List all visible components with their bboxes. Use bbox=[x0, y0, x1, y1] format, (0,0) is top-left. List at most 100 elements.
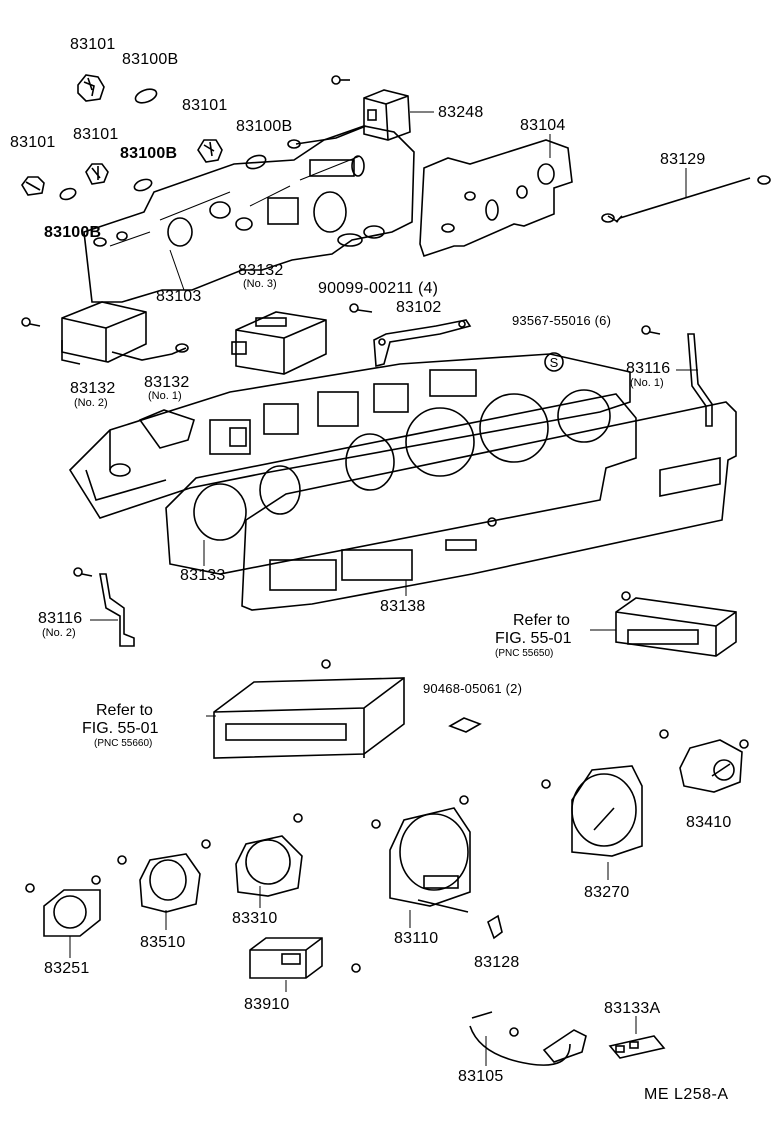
tachometer-83270[interactable] bbox=[571, 765, 643, 880]
cluster-panel-83138[interactable] bbox=[241, 401, 737, 611]
screw-83110-a[interactable] bbox=[371, 819, 381, 829]
label-83132-no2-sub: (No. 2) bbox=[74, 397, 108, 409]
clip-90468[interactable] bbox=[448, 717, 482, 733]
ref-left-pnc: (PNC 55660) bbox=[94, 738, 153, 749]
label-83251: 83251 bbox=[44, 960, 90, 977]
label-83116-no2-sub: (No. 2) bbox=[42, 627, 76, 639]
screw-heater-right[interactable] bbox=[621, 591, 631, 601]
ref-left-line2: FIG. 55-01 bbox=[82, 720, 159, 737]
bracket-83102[interactable] bbox=[373, 319, 472, 368]
screw-83110-b[interactable] bbox=[459, 795, 469, 805]
label-83100b-c: 83100B bbox=[120, 145, 178, 162]
printed-circuit-83103[interactable] bbox=[83, 125, 415, 303]
bulb-socket-83101-a[interactable] bbox=[77, 74, 105, 102]
label-83101-b: 83101 bbox=[182, 97, 228, 114]
label-83410: 83410 bbox=[686, 814, 732, 831]
label-83270: 83270 bbox=[584, 884, 630, 901]
screw-83410-a[interactable] bbox=[659, 729, 669, 739]
screw-83116-no1[interactable] bbox=[641, 325, 661, 335]
screw-83410-b[interactable] bbox=[739, 739, 749, 749]
relay-83132-no2[interactable] bbox=[61, 301, 189, 365]
label-83248: 83248 bbox=[438, 104, 484, 121]
label-83132-no1-sub: (No. 1) bbox=[148, 390, 182, 402]
label-83132-no3: 83132 bbox=[238, 262, 284, 279]
screw-83510[interactable] bbox=[117, 855, 127, 865]
screw-symbol-93567: S bbox=[544, 352, 564, 372]
label-90099: 90099-00211 (4) bbox=[318, 280, 439, 297]
label-83103: 83103 bbox=[156, 288, 202, 305]
label-83104: 83104 bbox=[520, 117, 566, 134]
screw-83132-no2[interactable] bbox=[21, 317, 41, 327]
circuit-plate-83104[interactable] bbox=[419, 134, 573, 258]
label-83101-c: 83101 bbox=[73, 126, 119, 143]
gauge-83410[interactable] bbox=[679, 739, 743, 793]
bulb-83100b-a[interactable] bbox=[134, 87, 159, 106]
label-83133: 83133 bbox=[180, 567, 226, 584]
ref-right-line1: Refer to bbox=[513, 612, 570, 629]
figure-code: ME L258-A bbox=[644, 1086, 729, 1103]
bracket-83116-no2[interactable] bbox=[90, 573, 135, 647]
screw-83105[interactable] bbox=[509, 1027, 519, 1037]
bulb-83100b-b[interactable] bbox=[245, 153, 268, 171]
label-83310: 83310 bbox=[232, 910, 278, 927]
label-83116-no1-sub: (No. 1) bbox=[630, 377, 664, 389]
screw-83910[interactable] bbox=[351, 963, 361, 973]
label-83105: 83105 bbox=[458, 1068, 504, 1085]
cluster-case-rear[interactable] bbox=[68, 353, 631, 519]
label-83116-no2: 83116 bbox=[38, 610, 83, 627]
meter-lens-83133[interactable] bbox=[165, 389, 637, 575]
bulb-83100b-d[interactable] bbox=[59, 187, 77, 202]
screw-83116-no2[interactable] bbox=[73, 567, 93, 577]
bulb-socket-83101-b[interactable] bbox=[197, 139, 223, 163]
screw-83310-b[interactable] bbox=[293, 813, 303, 823]
heater-control-right[interactable] bbox=[590, 597, 737, 657]
screw-90099[interactable] bbox=[349, 303, 373, 313]
bulb-83128[interactable] bbox=[487, 914, 503, 940]
switch-83133a[interactable] bbox=[608, 1016, 666, 1059]
label-83116-no1: 83116 bbox=[626, 360, 671, 377]
label-90468: 90468-05061 (2) bbox=[423, 681, 523, 696]
label-83133a: 83133A bbox=[604, 1000, 661, 1017]
label-83100b-d: 83100B bbox=[44, 224, 102, 241]
label-83132-no1: 83132 bbox=[144, 374, 190, 391]
gauge-83251[interactable] bbox=[43, 889, 101, 958]
ref-right-line2: FIG. 55-01 bbox=[495, 630, 572, 647]
screw-83248[interactable] bbox=[331, 75, 350, 85]
gauge-83310[interactable] bbox=[235, 835, 303, 908]
ref-right-pnc: (PNC 55650) bbox=[495, 648, 554, 659]
screw-83270[interactable] bbox=[541, 779, 551, 789]
wire-harness-83105[interactable] bbox=[469, 1011, 587, 1066]
bracket-83116-no1[interactable] bbox=[676, 333, 713, 427]
connector-83248[interactable] bbox=[287, 89, 434, 149]
label-83132-no2: 83132 bbox=[70, 380, 116, 397]
ref-fig-55-01-left: Refer to FIG. 55-01 (PNC 55660) bbox=[82, 702, 158, 749]
ref-left-line1: Refer to bbox=[96, 702, 153, 719]
label-83101-d: 83101 bbox=[10, 134, 56, 151]
bulb-83100b-c[interactable] bbox=[133, 177, 153, 193]
label-83110: 83110 bbox=[394, 930, 439, 947]
screw-83310-a[interactable] bbox=[201, 839, 211, 849]
svg-text:S: S bbox=[550, 355, 559, 370]
ref-fig-55-01-right: Refer to FIG. 55-01 (PNC 55650) bbox=[495, 612, 571, 659]
cable-83129[interactable] bbox=[601, 168, 771, 223]
label-83101-a: 83101 bbox=[70, 36, 116, 53]
module-83910[interactable] bbox=[249, 937, 323, 992]
screw-heater-left[interactable] bbox=[321, 659, 331, 669]
screw-83251-a[interactable] bbox=[25, 883, 35, 893]
label-83138: 83138 bbox=[380, 598, 426, 615]
bulb-socket-83101-c[interactable] bbox=[85, 163, 109, 185]
label-83910: 83910 bbox=[244, 996, 290, 1013]
label-83510: 83510 bbox=[140, 934, 186, 951]
label-83100b-b: 83100B bbox=[236, 118, 293, 135]
speedometer-83110[interactable] bbox=[389, 807, 471, 928]
screw-83251-b[interactable] bbox=[91, 875, 101, 885]
gauge-83510[interactable] bbox=[139, 853, 201, 930]
label-93567: 93567-55016 (6) bbox=[512, 313, 612, 328]
label-83100b-a: 83100B bbox=[122, 51, 179, 68]
heater-control-left[interactable] bbox=[206, 677, 405, 759]
bulb-socket-83101-d[interactable] bbox=[21, 176, 45, 196]
label-83129: 83129 bbox=[660, 151, 706, 168]
label-83132-no3-sub: (No. 3) bbox=[243, 278, 277, 290]
relay-83132-no3[interactable] bbox=[231, 311, 327, 375]
